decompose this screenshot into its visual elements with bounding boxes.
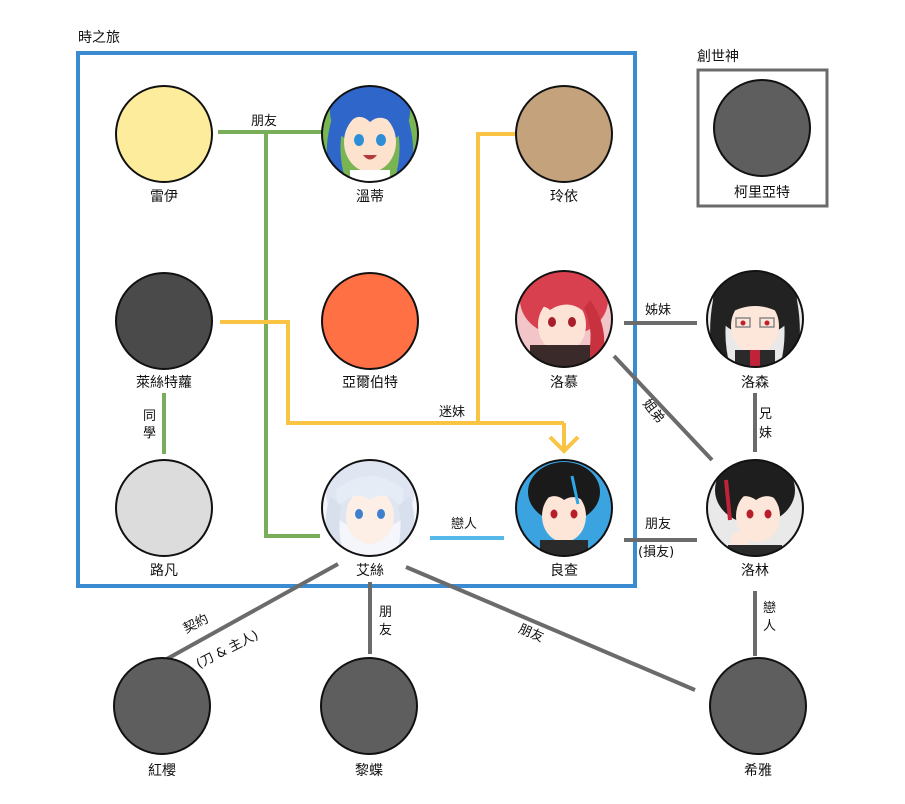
label-siblings: 兄 妹 — [759, 407, 772, 441]
label-lovers-vertical-char-2: 人 — [763, 619, 776, 634]
group-title-creator: 創世神 — [697, 49, 739, 65]
label-classmate-char-2: 學 — [143, 426, 156, 441]
node-label: 良查 — [550, 563, 578, 579]
node-circle — [515, 459, 613, 557]
arrow-head-to-liangcha — [548, 435, 580, 454]
node-luo-mu[interactable]: 洛慕 — [515, 264, 613, 391]
edge-lingyi-liangcha — [476, 132, 516, 423]
label-friend-lidie-char-2: 友 — [379, 622, 392, 638]
node-lu-fan[interactable]: 路凡 — [115, 459, 213, 579]
node-luo-sen[interactable]: 洛森 — [706, 264, 804, 391]
node-label: 路凡 — [150, 563, 178, 579]
portrait-blue-haired-girl-icon — [322, 86, 418, 182]
node-label: 紅櫻 — [148, 762, 176, 779]
label-friend-lidie-char-1: 朋 — [379, 605, 392, 620]
node-label: 亞爾伯特 — [342, 375, 398, 391]
label-lovers-vertical: 戀 人 — [763, 600, 776, 634]
group-title-time-journey: 時之旅 — [78, 30, 120, 46]
node-lei-yi[interactable]: 雷伊 — [115, 85, 213, 205]
node-label: 洛慕 — [550, 375, 578, 391]
label-friend-lidie: 朋 友 — [379, 605, 392, 638]
node-label: 雷伊 — [150, 189, 178, 205]
node-label: 希雅 — [744, 763, 772, 779]
node-circle — [115, 272, 213, 370]
node-ke-li[interactable]: 柯里亞特 — [713, 79, 811, 201]
node-ya-er[interactable]: 亞爾伯特 — [321, 272, 419, 391]
group-frame-creator — [696, 68, 829, 208]
node-ai-si[interactable]: 艾絲 — [321, 458, 419, 579]
portrait-white-haired-girl-icon — [322, 460, 418, 556]
yellow-edges — [220, 132, 580, 454]
label-friend-damaged: 朋友 — [645, 516, 671, 532]
group-frame-time-journey — [76, 51, 637, 588]
node-circle — [321, 85, 419, 183]
node-circle — [713, 79, 811, 177]
edge-aisi-hongying — [164, 562, 339, 662]
node-circle — [115, 459, 213, 557]
node-circle — [115, 85, 213, 183]
node-xi-ya[interactable]: 希雅 — [709, 657, 807, 779]
label-contract: 契約 — [181, 612, 211, 637]
node-label: 溫蒂 — [356, 189, 384, 205]
node-hong-ying[interactable]: 紅櫻 — [113, 657, 211, 779]
label-friend-top: 朋友 — [251, 113, 277, 129]
portrait-black-haired-boy-icon — [516, 460, 612, 556]
green-edges — [162, 130, 322, 538]
portrait-dark-haired-girl-glasses-icon — [707, 271, 803, 367]
node-circle — [706, 270, 804, 368]
node-circle — [321, 272, 419, 370]
node-label: 玲依 — [550, 189, 578, 205]
node-wen-di[interactable]: 溫蒂 — [321, 78, 419, 205]
label-lovers: 戀人 — [451, 516, 477, 532]
node-label: 艾絲 — [356, 563, 384, 579]
label-classmate: 同 學 — [143, 409, 156, 441]
gray-edges — [164, 321, 757, 692]
node-circle — [321, 459, 419, 557]
node-ling-yi[interactable]: 玲依 — [515, 85, 613, 205]
node-circle — [709, 657, 807, 755]
edge-aisi-xiya — [405, 565, 696, 692]
label-lost-sister: 迷妹 — [439, 405, 465, 420]
node-luo-lin[interactable]: 洛林 — [706, 456, 804, 579]
node-label: 柯里亞特 — [734, 185, 790, 201]
edge-laisi-liangcha — [220, 320, 564, 425]
label-elder-sister-younger-brother: 姐弟 — [639, 397, 667, 427]
edge-leiyi-aisi — [264, 132, 320, 538]
label-classmate-char-1: 同 — [143, 409, 156, 424]
node-label: 洛森 — [741, 375, 769, 391]
node-label: 洛林 — [741, 563, 769, 579]
label-damaged-friend-paren: (損友) — [638, 544, 674, 560]
node-liang-cha[interactable]: 良查 — [515, 459, 613, 579]
portrait-red-haired-girl-icon — [516, 271, 612, 367]
node-label: 萊絲特蘿 — [136, 375, 192, 391]
node-circle — [320, 657, 418, 755]
label-siblings-char-2: 妹 — [759, 426, 772, 441]
node-circle — [113, 657, 211, 755]
portrait-dark-haired-boy-icon — [707, 460, 803, 556]
node-circle — [706, 459, 804, 557]
edge-luomu-luolin — [612, 354, 714, 462]
node-lai-si[interactable]: 萊絲特蘿 — [115, 272, 213, 391]
node-li-die[interactable]: 黎蝶 — [320, 657, 418, 779]
node-circle — [515, 85, 613, 183]
label-contract-detail: (刀 & 主人) — [194, 628, 261, 672]
node-circle — [515, 270, 613, 368]
node-label: 黎蝶 — [355, 763, 383, 779]
label-lovers-vertical-char-1: 戀 — [763, 600, 776, 616]
label-siblings-char-1: 兄 — [759, 407, 772, 422]
label-sisters: 姊妹 — [645, 303, 671, 318]
